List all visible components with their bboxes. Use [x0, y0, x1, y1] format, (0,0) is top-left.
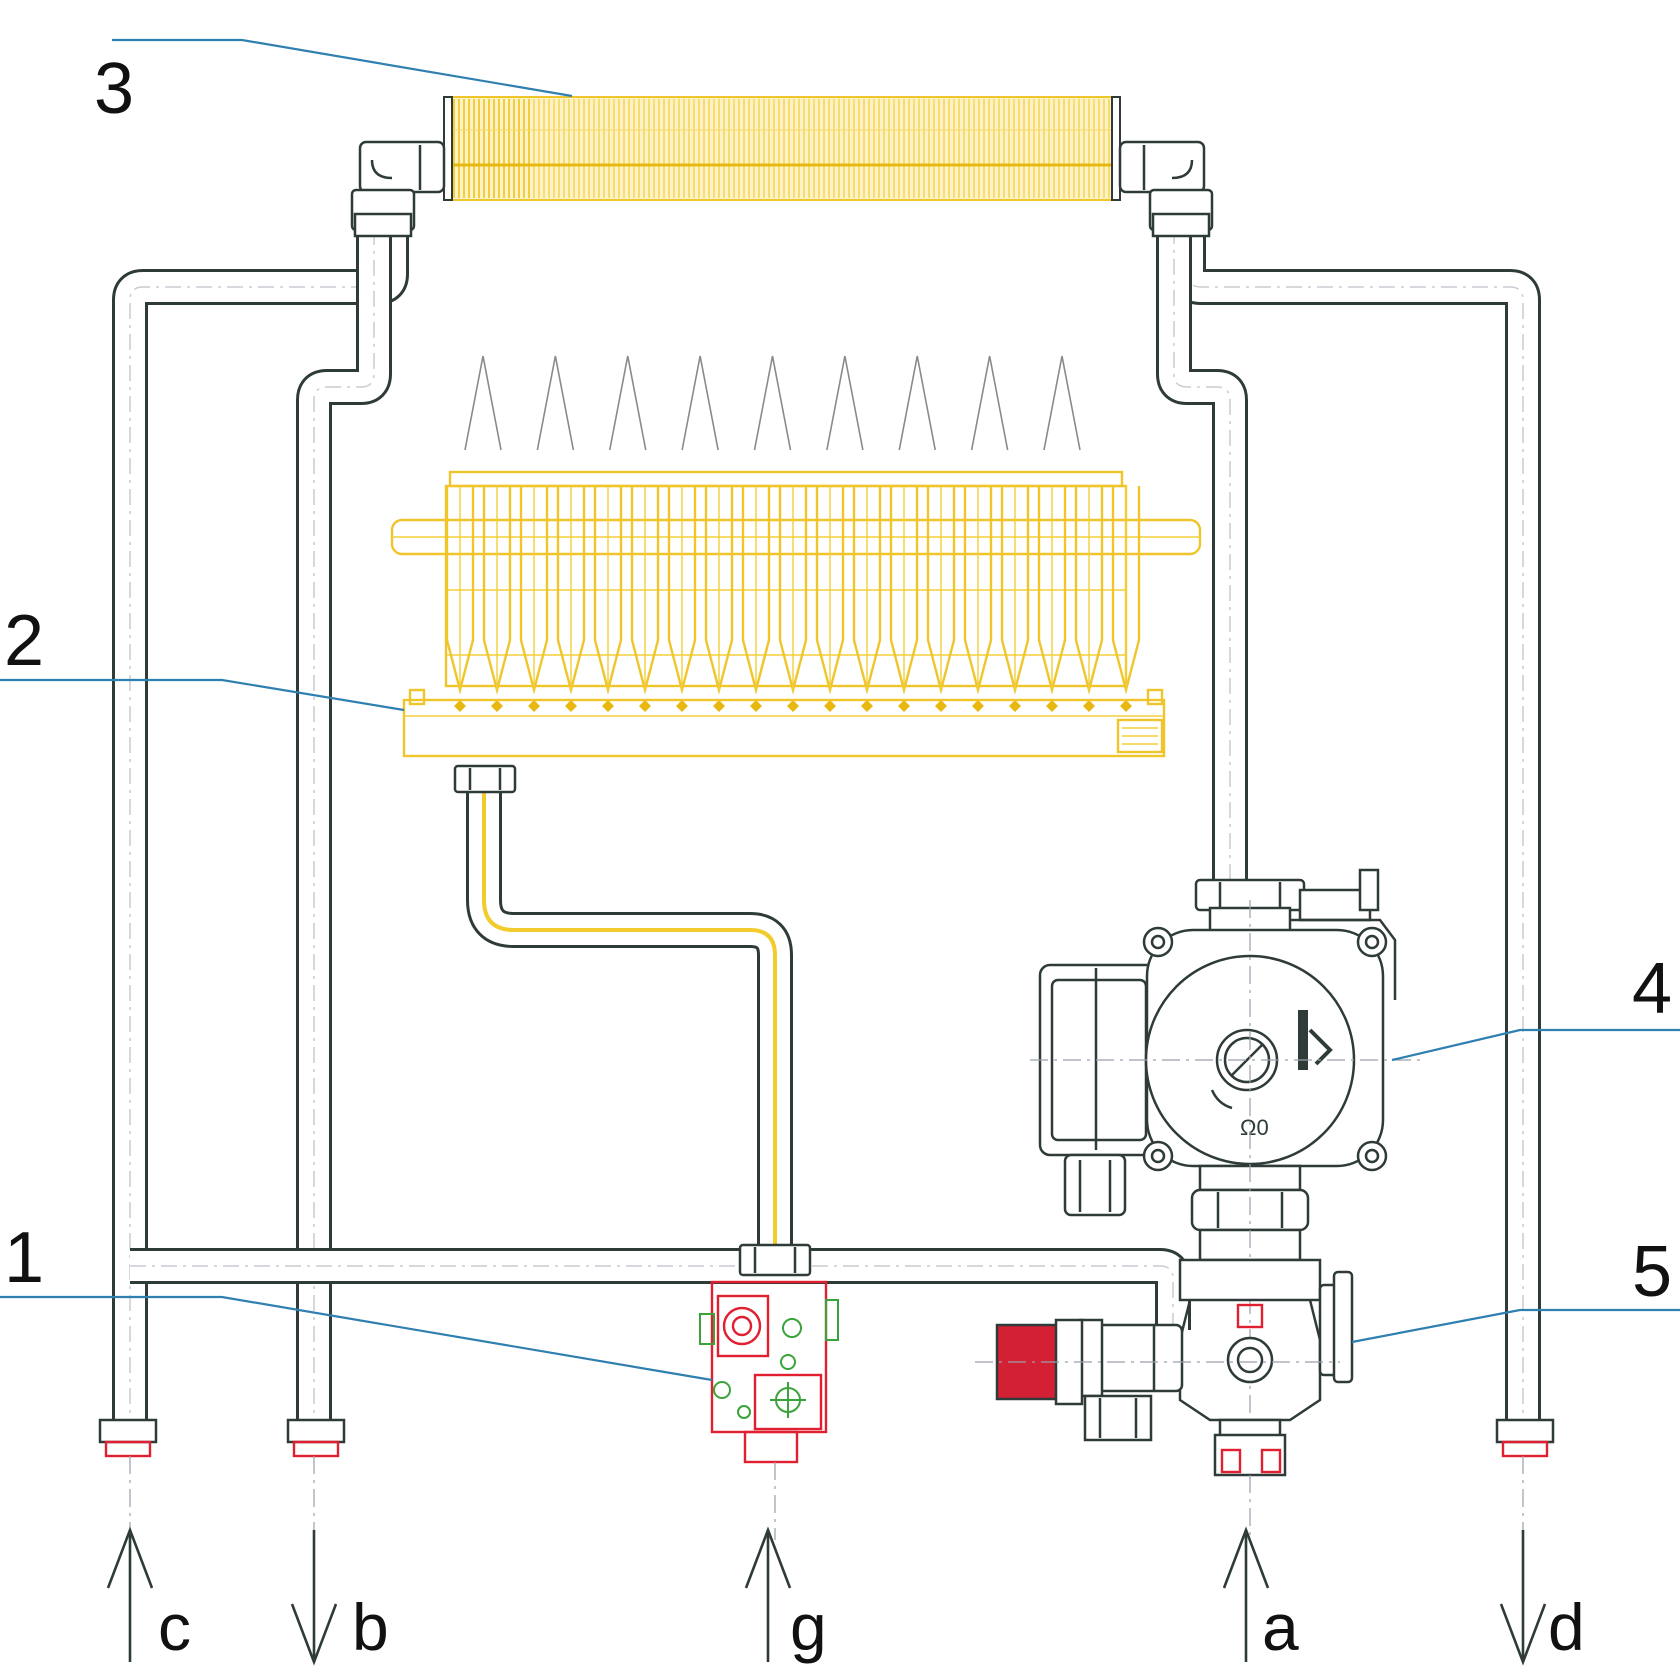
flow-arrow-a: [1222, 1526, 1270, 1662]
flame: [536, 355, 575, 451]
burner-ramp: [741, 486, 771, 712]
connection-label-a: a: [1262, 1590, 1299, 1664]
burner-ramp: [889, 486, 919, 712]
burner-ramp: [963, 486, 993, 712]
burner-ramp: [445, 486, 475, 712]
flame: [464, 355, 502, 451]
pump-speed-marking: Ω0: [1240, 1115, 1269, 1140]
connection-label-b: b: [352, 1590, 389, 1664]
callout-number-2: 2: [4, 601, 44, 681]
callout-number-4: 4: [1632, 949, 1672, 1029]
callout-number-1: 1: [4, 1218, 44, 1298]
elbow-fitting-left: [350, 140, 446, 238]
safety-valve-assembly: [975, 1258, 1354, 1477]
flame: [970, 355, 1009, 451]
heat-exchanger: [443, 96, 1121, 201]
flow-arrow-b: [290, 1530, 338, 1666]
callout-leader-1: [0, 1295, 713, 1382]
flame: [826, 355, 864, 451]
gas-valve: [699, 1243, 839, 1464]
burner-ramp: [852, 486, 882, 712]
flame: [753, 355, 792, 451]
circulation-pump: Ω0: [1030, 868, 1420, 1480]
burner-ramp: [704, 486, 734, 712]
flame: [681, 355, 719, 451]
callout-leader-3: [112, 38, 573, 98]
flame: [898, 355, 937, 451]
burner-ramp: [519, 486, 549, 712]
connection-label-d: d: [1548, 1590, 1585, 1664]
pipe-b-circuit: [296, 225, 392, 1435]
flame: [1043, 355, 1081, 451]
connection-stub-c: [98, 1418, 158, 1458]
burner: [390, 470, 1202, 758]
burner-ramp: [593, 486, 623, 712]
flow-arrow-g: [744, 1526, 792, 1662]
flow-arrow-d: [1499, 1530, 1547, 1666]
gas-pipe: [466, 790, 793, 1255]
elbow-fitting-right: [1118, 140, 1214, 238]
pipe-crossover: [130, 1248, 1191, 1330]
connection-stub-d: [1495, 1418, 1555, 1458]
center-lines: [129, 1456, 1524, 1540]
burner-ramp: [556, 486, 586, 712]
pipe-return-circuit: [1156, 225, 1248, 880]
callout-number-5: 5: [1632, 1232, 1672, 1312]
burner-ramp: [926, 486, 956, 712]
burner-inlet-nut: [453, 764, 517, 794]
burner-ramp: [667, 486, 697, 712]
burner-ramp: [630, 486, 660, 712]
burner-ramp: [1037, 486, 1067, 712]
connection-stub-b: [286, 1418, 346, 1458]
callout-leader-4: [1391, 1028, 1680, 1062]
connection-label-g: g: [790, 1590, 827, 1664]
callout-leader-5: [1351, 1308, 1680, 1344]
burner-ramp: [482, 486, 512, 712]
burner-ramp: [1111, 486, 1141, 712]
burner-ramp: [815, 486, 845, 712]
flame: [608, 355, 647, 451]
connection-label-c: c: [158, 1590, 191, 1664]
burner-ramp: [1000, 486, 1030, 712]
burner-flames: [464, 355, 1081, 451]
burner-ramp: [778, 486, 808, 712]
callout-leader-2: [0, 678, 405, 712]
flow-arrow-c: [106, 1526, 154, 1662]
callout-number-3: 3: [94, 49, 134, 129]
burner-ramp: [1074, 486, 1104, 712]
